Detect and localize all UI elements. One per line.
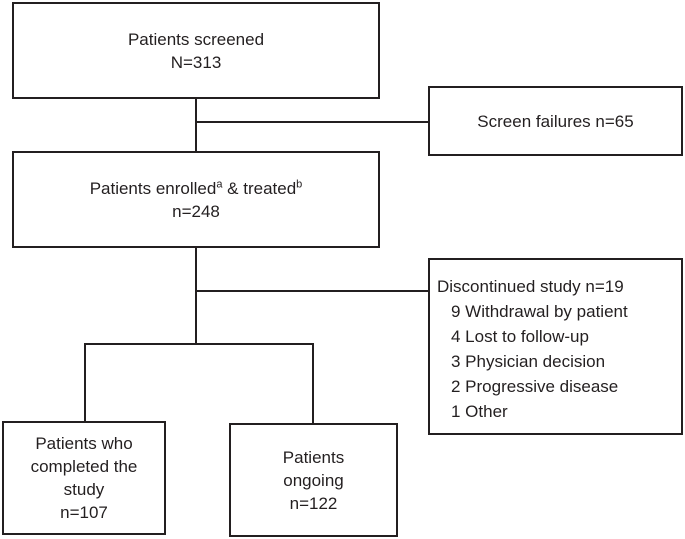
box-patients-completed: Patients who completed the study n=107: [2, 421, 166, 535]
enrolled-label-text: Patients enrolled: [89, 178, 217, 198]
connector-to-screen-failures: [196, 121, 428, 123]
box-patients-enrolled: Patients enrolleda & treatedb n=248: [12, 151, 380, 248]
enrolled-count: n=248: [172, 201, 220, 221]
discontinued-reason: 2 Progressive disease: [451, 377, 619, 396]
footnote-marker-a: a: [216, 177, 223, 190]
connector-screened-to-enrolled: [195, 99, 197, 152]
box-patients-ongoing: Patients ongoing n=122: [229, 423, 398, 537]
connector-enrolled-down: [195, 248, 197, 345]
enrolled-label: Patients enrolleda & treatedb: [90, 177, 303, 200]
box-discontinued-study: Discontinued study n=19 9 Withdrawal by …: [428, 258, 683, 435]
discontinued-reason: 3 Physician decision: [451, 352, 606, 371]
ongoing-count: n=122: [289, 493, 338, 513]
screen-failures-label: Screen failures n=65: [477, 111, 634, 131]
treated-label-text: & treated: [222, 178, 297, 198]
completed-label-line3: study: [63, 480, 105, 499]
completed-label-line1: Patients who: [35, 434, 133, 453]
box-screen-failures: Screen failures n=65: [428, 86, 683, 156]
discontinued-content: Discontinued study n=19 9 Withdrawal by …: [430, 260, 681, 424]
connector-to-ongoing: [312, 343, 314, 423]
connector-branch-horizontal: [84, 343, 314, 345]
connector-to-discontinued: [196, 290, 428, 292]
box-patients-screened: Patients screened N=313: [12, 2, 380, 99]
discontinued-reason: 4 Lost to follow-up: [451, 327, 589, 346]
footnote-marker-b: b: [296, 177, 303, 190]
discontinued-reason: 1 Other: [451, 402, 508, 421]
connector-to-completed: [84, 343, 86, 421]
ongoing-label-line2: ongoing: [283, 470, 344, 490]
completed-count: n=107: [60, 503, 108, 522]
discontinued-reason: 9 Withdrawal by patient: [451, 302, 628, 321]
screened-label: Patients screened: [127, 29, 265, 49]
ongoing-label-line1: Patients: [282, 447, 345, 467]
completed-label-line2: completed the: [30, 457, 138, 476]
discontinued-title: Discontinued study n=19: [437, 277, 624, 296]
screened-count: N=313: [170, 52, 222, 72]
